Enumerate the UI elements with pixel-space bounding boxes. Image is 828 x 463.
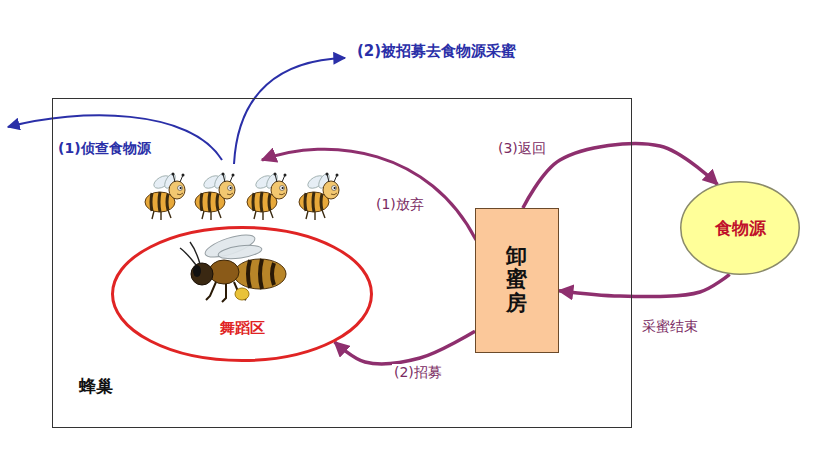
flow-arrow [523,144,718,208]
food-source-outline [681,182,800,275]
node-label: 舞蹈区 [220,319,265,338]
step-label: (2)被招募去食物源采蜜 [355,42,518,61]
node-label: 蜂巢 [79,375,113,398]
bee [195,172,235,220]
bee [299,172,339,220]
bee [145,172,185,220]
bee [247,172,287,220]
unloading-room: 卸蜜房 [475,208,559,353]
step-label: (1)侦查食物源 [56,140,153,158]
edge-label: (2)招募 [392,364,444,382]
dance-area-outline [111,226,373,362]
flow-arrow [559,274,730,296]
node-label: 食物源 [715,217,766,240]
scout-arrow [8,115,222,160]
flow-arrow [335,331,475,364]
dancing-bee [180,230,286,302]
dance-area-outline [113,228,372,361]
edge-label: 采蜜结束 [640,318,700,336]
step-label: (1)放弃 [374,196,426,214]
dance-area: 舞蹈区 [111,226,373,362]
edge-label: (3)返回 [496,140,548,158]
node-label: 卸蜜房 [506,245,527,314]
food-source: 食物源 [680,181,800,275]
abandon-arrow [262,149,476,240]
